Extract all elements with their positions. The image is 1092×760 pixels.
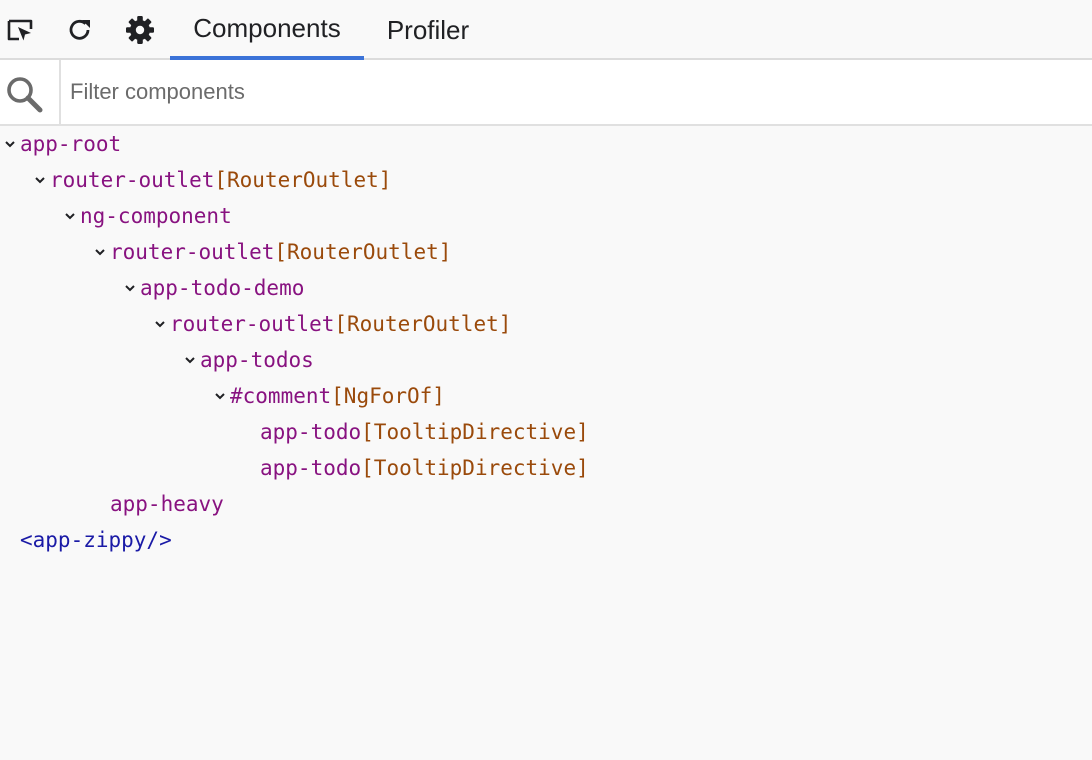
tree-node[interactable]: app-todo[TooltipDirective] [240,414,589,450]
tree-node-name: app-root [20,132,122,156]
chevron-down-icon[interactable] [0,126,20,162]
tree-node-name: ng-component [80,204,232,228]
tree-node[interactable]: app-todo-demo [120,270,304,306]
search-icon [4,74,44,114]
tree-node-spacer [0,522,20,558]
chevron-down-icon[interactable] [60,198,80,234]
tree-node-directive: [NgForOf] [331,384,445,408]
tree-node-directive: [TooltipDirective] [361,420,589,444]
tree-node-name: router-outlet [50,168,215,192]
chevron-down-icon[interactable] [90,234,110,270]
tree-node-directive: [TooltipDirective] [361,456,589,480]
chevron-down-icon[interactable] [180,342,200,378]
refresh-icon[interactable] [64,14,96,46]
inspect-element-icon[interactable] [4,14,36,46]
search-input[interactable] [62,64,1082,120]
tree-node-directive: [RouterOutlet] [274,240,452,264]
tree-node-name: app-todo-demo [140,276,305,300]
toolbar: Components Profiler [0,0,1092,60]
settings-gear-icon[interactable] [124,14,156,46]
chevron-down-icon[interactable] [120,270,140,306]
tree-node-name: #comment [230,384,332,408]
tab-components[interactable]: Components [170,0,364,60]
tab-profiler[interactable]: Profiler [372,0,484,60]
tree-node-name: router-outlet [110,240,275,264]
tree-node-spacer [240,450,260,486]
tree-node[interactable]: app-root [0,126,121,162]
tree-node[interactable]: router-outlet[RouterOutlet] [30,162,391,198]
search-divider [59,60,61,126]
chevron-down-icon[interactable] [210,378,230,414]
tree-node[interactable]: app-todo[TooltipDirective] [240,450,589,486]
tree-node[interactable]: #comment[NgForOf] [210,378,445,414]
tree-node-directive: [RouterOutlet] [214,168,392,192]
tree-node-spacer [240,414,260,450]
tree-node[interactable]: app-heavy [90,486,224,522]
tree-node[interactable]: router-outlet[RouterOutlet] [150,306,511,342]
tree-node-name: app-heavy [110,492,224,516]
chevron-down-icon[interactable] [30,162,50,198]
tree-node-spacer [90,486,110,522]
chevron-down-icon[interactable] [150,306,170,342]
tree-node-name: app-todo [260,420,362,444]
tree-node[interactable]: router-outlet[RouterOutlet] [90,234,451,270]
tree-node-name: app-todos [200,348,314,372]
tree-node[interactable]: ng-component [60,198,232,234]
search-bar [0,60,1092,126]
tree-node-name: <app-zippy/> [20,528,172,552]
tree-node-directive: [RouterOutlet] [334,312,512,336]
tab-profiler-label: Profiler [386,14,470,45]
tab-components-label: Components [193,12,341,43]
tree-node[interactable]: <app-zippy/> [0,522,172,558]
tree-node-name: router-outlet [170,312,335,336]
tree-node[interactable]: app-todos [180,342,314,378]
tree-node-name: app-todo [260,456,362,480]
